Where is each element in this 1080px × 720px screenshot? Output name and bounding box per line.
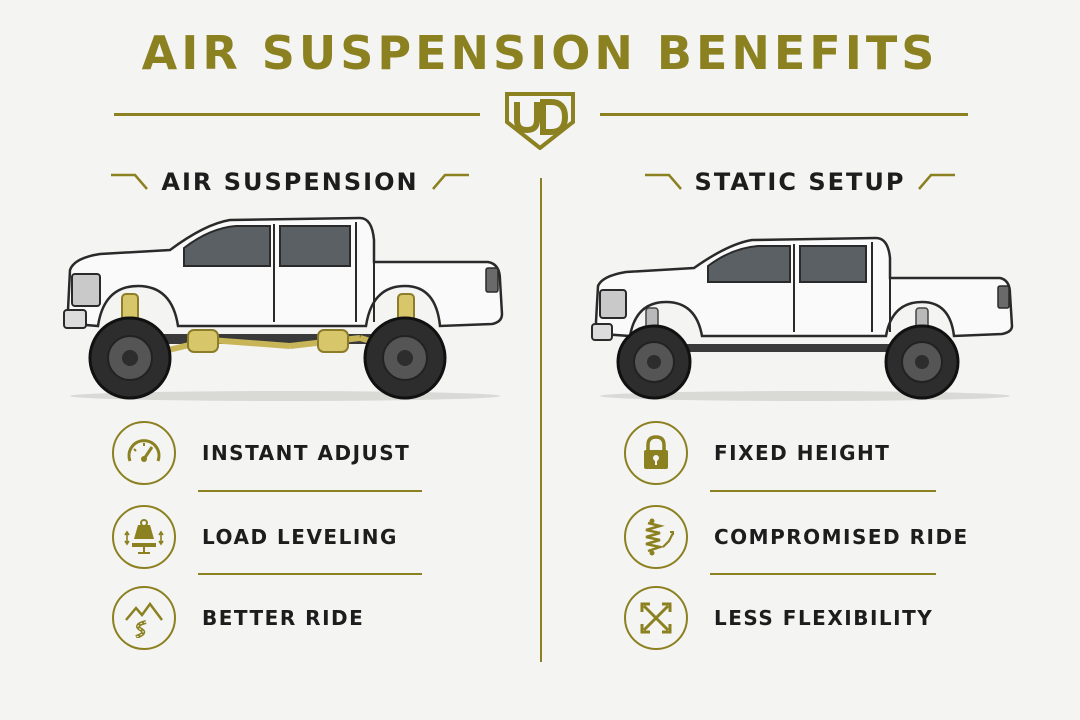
feature-less-flexibility: LESS FLEXIBILITY — [624, 583, 933, 653]
weight-level-icon — [124, 519, 164, 554]
feature-rule — [198, 573, 422, 575]
title-rule-left — [114, 113, 480, 116]
brand-logo-icon — [505, 92, 575, 150]
bracket-left-icon — [644, 173, 682, 190]
right-heading-label: STATIC SETUP — [694, 168, 906, 196]
bracket-right-icon — [431, 173, 469, 190]
feature-label: LOAD LEVELING — [202, 525, 398, 549]
feature-label: BETTER RIDE — [202, 606, 365, 630]
feature-better-ride: BETTER RIDE — [112, 583, 364, 653]
air-suspension-truck-illustration — [63, 216, 504, 401]
center-divider — [540, 178, 542, 662]
feature-fixed-height: FIXED HEIGHT — [624, 418, 890, 488]
feature-instant-adjust: INSTANT ADJUST — [112, 418, 410, 488]
feature-rule — [198, 490, 422, 492]
title-rule-right — [600, 113, 968, 116]
crossed-arrows-icon — [640, 602, 672, 634]
bracket-right-icon — [918, 173, 956, 190]
mountain-road-icon — [125, 601, 163, 638]
left-heading-label: AIR SUSPENSION — [161, 168, 419, 196]
speedometer-icon — [127, 439, 161, 462]
feature-rule — [710, 490, 936, 492]
feature-label: FIXED HEIGHT — [714, 441, 891, 465]
feature-label: COMPROMISED RIDE — [714, 525, 969, 549]
feature-compromised-ride: COMPROMISED RIDE — [624, 502, 969, 572]
feature-label: INSTANT ADJUST — [202, 441, 411, 465]
page-title: AIR SUSPENSION BENEFITS — [141, 26, 939, 80]
feature-rule — [710, 573, 936, 575]
left-section-heading: AIR SUSPENSION — [100, 166, 480, 198]
lock-icon — [644, 435, 668, 469]
feature-load-leveling: LOAD LEVELING — [112, 502, 398, 572]
right-section-heading: STATIC SETUP — [622, 166, 978, 198]
coil-spring-icon — [645, 518, 674, 556]
feature-label: LESS FLEXIBILITY — [714, 606, 934, 630]
bracket-left-icon — [111, 173, 149, 190]
static-setup-truck-illustration — [591, 236, 1014, 401]
